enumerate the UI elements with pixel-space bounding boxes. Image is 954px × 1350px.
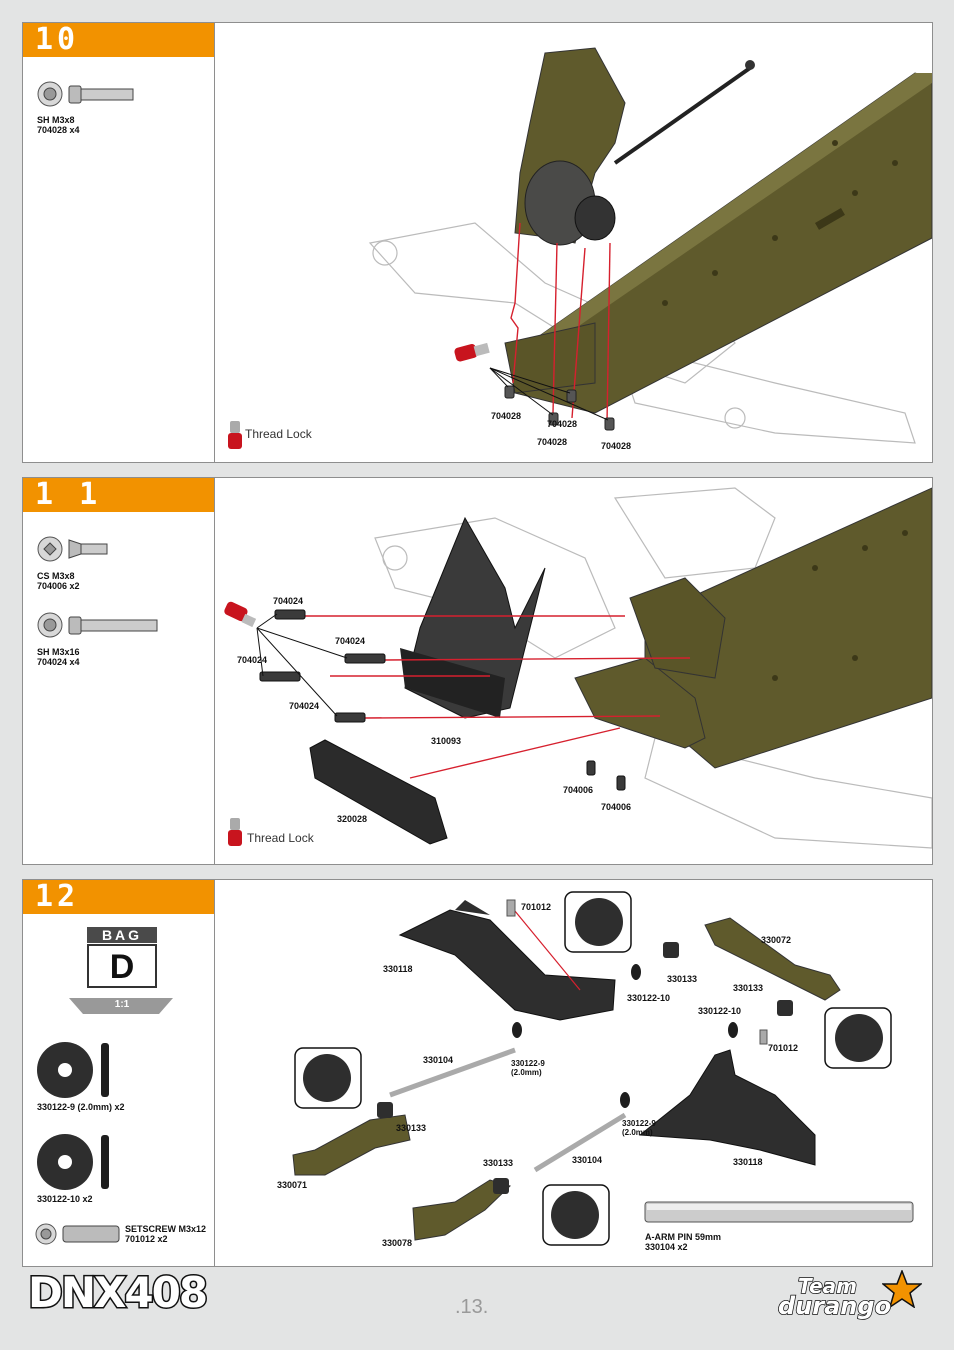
step-number: 12 [23, 880, 214, 914]
callout-330122-9: 330122-9 (2.0mm) [511, 1059, 545, 1077]
pin-label: A-ARM PIN 59mm 330104 x2 [645, 1232, 722, 1252]
callout-330122-9: 330122-9 (2.0mm) [622, 1119, 656, 1137]
bag-base [69, 998, 173, 1014]
brand-line-2: durango [777, 1291, 892, 1321]
callout-320028: 320028 [337, 814, 368, 824]
part-label: SETSCREW M3x12 701012 x2 [125, 1224, 207, 1244]
callout-330072: 330072 [761, 935, 792, 945]
callout-704024: 704024 [289, 701, 320, 711]
callout-330122-10: 330122-10 [698, 1006, 742, 1016]
chassis-illustration [224, 487, 932, 849]
part-label: 330122-10 x2 [37, 1194, 93, 1204]
part-label: SH M3x8 704028 x4 [37, 115, 80, 135]
callout-330104: 330104 [423, 1055, 454, 1065]
callout-310093: 310093 [431, 736, 462, 746]
parts-panel: 10 SH M3x8 704028 x4 [23, 23, 215, 462]
parts-panel: 1 1 CS M3x8 704006 x2 SH M3x16 704024 x4 [23, 478, 215, 864]
callout-704024: 704024 [335, 636, 366, 646]
step-12: 12 BAG D 1:1 330122-9 (2.0mm) x2 330122-… [22, 879, 933, 1267]
callout-330133: 330133 [733, 983, 764, 993]
callout-330118: 330118 [733, 1157, 763, 1167]
bag-letter: D [87, 944, 157, 988]
suspension-illustration [292, 891, 914, 1246]
screw-cs-icon [37, 536, 108, 562]
screw-sh-icon [37, 81, 134, 107]
assembly-illustration: 704024 704024 704024 704024 310093 32002… [215, 478, 932, 864]
thread-lock-bottle [454, 342, 490, 362]
callout-701012: 701012 [521, 902, 552, 912]
part-label: 330122-9 (2.0mm) x2 [37, 1102, 125, 1112]
star-icon [882, 1270, 922, 1308]
callout-330133: 330133 [396, 1123, 427, 1133]
page-number: .13. [455, 1296, 489, 1318]
parts-panel: 12 BAG D 1:1 330122-9 (2.0mm) x2 330122-… [23, 880, 215, 1266]
callout-704028: 704028 [537, 437, 568, 447]
callout-330078: 330078 [382, 1238, 413, 1248]
thread-lock-label: Thread Lock [247, 831, 314, 845]
callout-330133: 330133 [667, 974, 698, 984]
callout-330071: 330071 [277, 1180, 308, 1190]
callout-704024: 704024 [273, 596, 304, 606]
brand-line-1: Team [797, 1273, 857, 1299]
callout-330104: 330104 [572, 1155, 603, 1165]
screw-sh-icon [37, 612, 158, 638]
bag-tag: BAG [87, 927, 157, 943]
bag-scale: 1:1 [114, 999, 130, 1010]
step-11: 1 1 CS M3x8 704006 x2 SH M3x16 704024 x4 [22, 477, 933, 865]
callout-704028: 704028 [547, 419, 578, 429]
step-number: 10 [23, 23, 214, 57]
chassis-illustration [228, 47, 932, 449]
assembly-illustration: 701012 330118 330072 330133 330122-10 33… [215, 880, 932, 1266]
callout-704028: 704028 [601, 441, 632, 451]
washer-icon [37, 1134, 109, 1190]
callout-704006: 704006 [563, 785, 594, 795]
callout-701012: 701012 [768, 1043, 799, 1053]
assembly-illustration: 704028 704028 704028 704028 Thread Lock [215, 23, 932, 462]
callout-704024: 704024 [237, 655, 268, 665]
callout-330122-10: 330122-10 [627, 993, 671, 1003]
callout-330133: 330133 [483, 1158, 514, 1168]
part-label: CS M3x8 704006 x2 [37, 571, 80, 591]
setscrew-icon [35, 1223, 120, 1245]
callout-704028: 704028 [491, 411, 522, 421]
step-number: 1 1 [23, 478, 214, 512]
callout-704006: 704006 [601, 802, 632, 812]
thread-lock-label: Thread Lock [245, 427, 312, 441]
brand-logo: Team durango [777, 1270, 928, 1324]
step-10: 10 SH M3x8 704028 x4 [22, 22, 933, 463]
part-label: SH M3x16 704024 x4 [37, 647, 80, 667]
model-logo: DNX408 [26, 1267, 209, 1319]
washer-icon [37, 1042, 109, 1098]
callout-330118: 330118 [383, 964, 413, 974]
